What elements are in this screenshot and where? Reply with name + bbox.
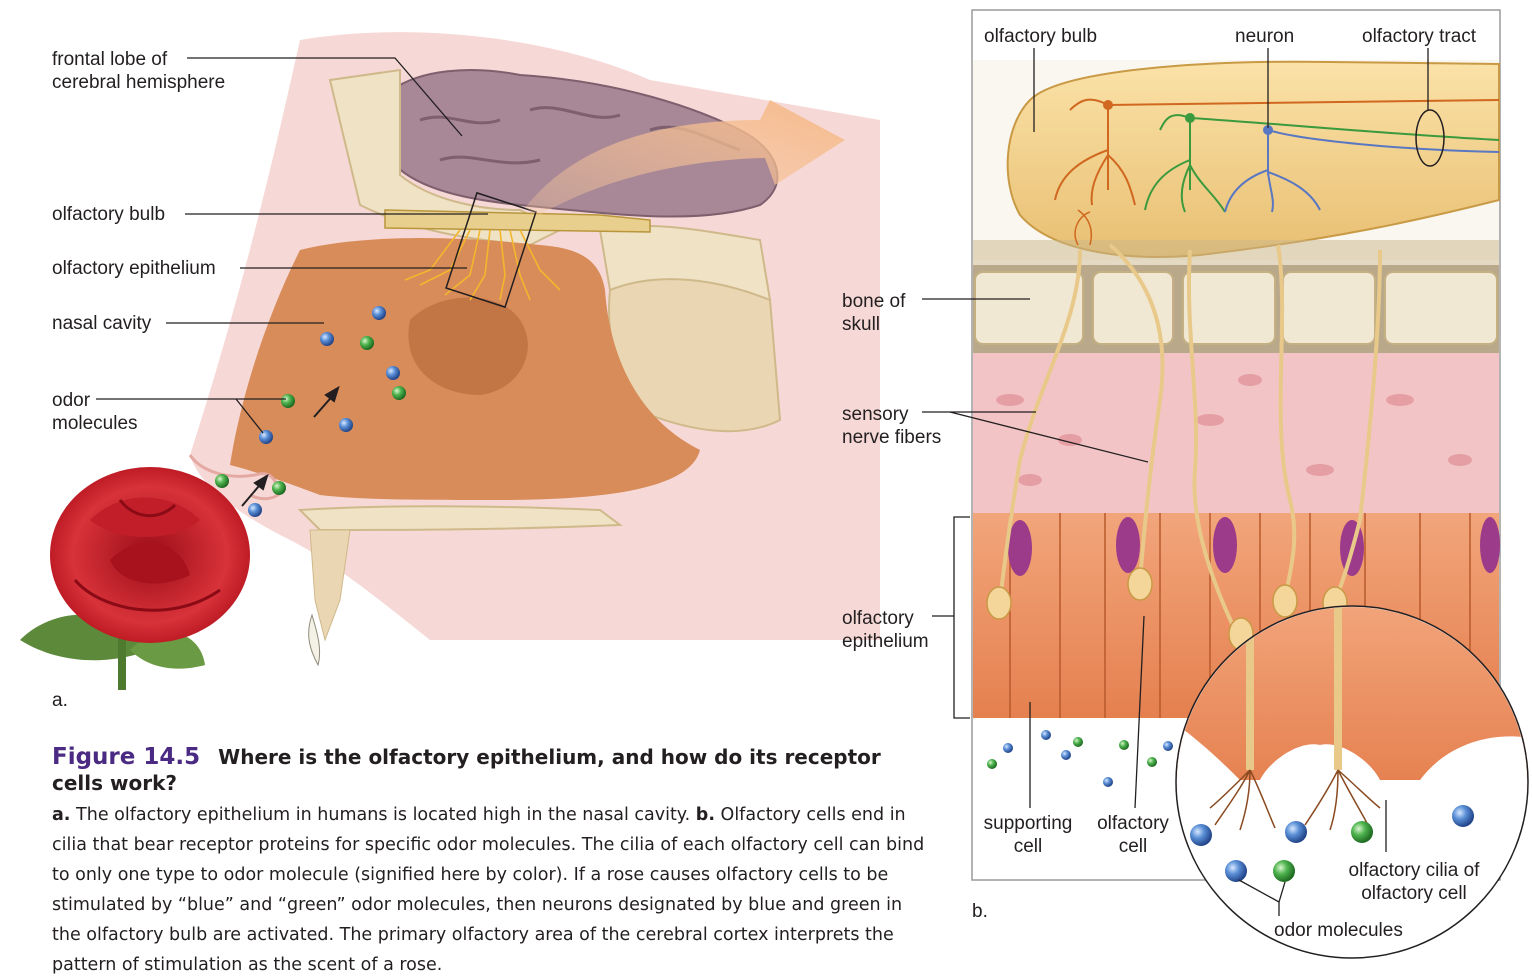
label-odor-line1: odor bbox=[52, 389, 138, 412]
label-sensory-nerve-fibers: sensory nerve fibers bbox=[842, 403, 941, 449]
caption-a-label: a. bbox=[52, 805, 70, 825]
label-olfactory-tract: olfactory tract bbox=[1362, 25, 1476, 48]
panel-a-letter: a. bbox=[52, 689, 68, 712]
label-bone-of-skull: bone of skull bbox=[842, 290, 905, 336]
label-olfactory-bulb: olfactory bulb bbox=[52, 203, 165, 226]
label-olf-epi-line2: epithelium bbox=[842, 630, 929, 653]
label-olfactory-epithelium: olfactory epithelium bbox=[52, 257, 216, 280]
caption-b-label: b. bbox=[696, 805, 715, 825]
label-frontal-lobe-line1: frontal lobe of bbox=[52, 48, 225, 71]
caption-body: a. The olfactory epithelium in humans is… bbox=[52, 800, 932, 980]
label-nasal-cavity: nasal cavity bbox=[52, 312, 151, 335]
label-olf-epi-line1: olfactory bbox=[842, 607, 929, 630]
label-cilia-line1: olfactory cilia of bbox=[1334, 859, 1494, 882]
label-odor-line2: molecules bbox=[52, 412, 138, 435]
label-olfactory-cilia: olfactory cilia of olfactory cell bbox=[1334, 859, 1494, 905]
rose bbox=[20, 467, 250, 690]
label-frontal-lobe-line2: cerebral hemisphere bbox=[52, 71, 225, 94]
caption-a-text: The olfactory epithelium in humans is lo… bbox=[70, 805, 695, 825]
label-sensory-line1: sensory bbox=[842, 403, 941, 426]
label-supporting-cell: supporting cell bbox=[976, 812, 1080, 858]
label-odor-molecules: odor molecules bbox=[52, 389, 138, 435]
caption-b-text: Olfactory cells end in cilia that bear r… bbox=[52, 805, 924, 975]
label-olfactory-bulb-b: olfactory bulb bbox=[984, 25, 1097, 48]
label-frontal-lobe: frontal lobe of cerebral hemisphere bbox=[52, 48, 225, 94]
label-neuron: neuron bbox=[1235, 25, 1294, 48]
label-olf-cell-line1: olfactory bbox=[1090, 812, 1176, 835]
label-bone-line2: skull bbox=[842, 313, 905, 336]
label-olfactory-epithelium-b: olfactory epithelium bbox=[842, 607, 929, 653]
label-sensory-line2: nerve fibers bbox=[842, 426, 941, 449]
skull-bone-blocks bbox=[975, 272, 1497, 344]
label-bone-line1: bone of bbox=[842, 290, 905, 313]
figure-number: Figure 14.5 bbox=[52, 744, 200, 770]
bracket-olfactory-epithelium bbox=[954, 517, 970, 718]
label-supporting-line1: supporting bbox=[976, 812, 1080, 835]
label-odor-molecules-b: odor molecules bbox=[1274, 919, 1403, 942]
connective-tissue bbox=[973, 353, 1499, 513]
panel-a-drawing bbox=[20, 32, 880, 690]
label-olfactory-cell: olfactory cell bbox=[1090, 812, 1176, 858]
label-supporting-line2: cell bbox=[976, 835, 1080, 858]
label-cilia-line2: olfactory cell bbox=[1334, 882, 1494, 905]
label-olf-cell-line2: cell bbox=[1090, 835, 1176, 858]
panel-b-letter: b. bbox=[972, 900, 988, 923]
